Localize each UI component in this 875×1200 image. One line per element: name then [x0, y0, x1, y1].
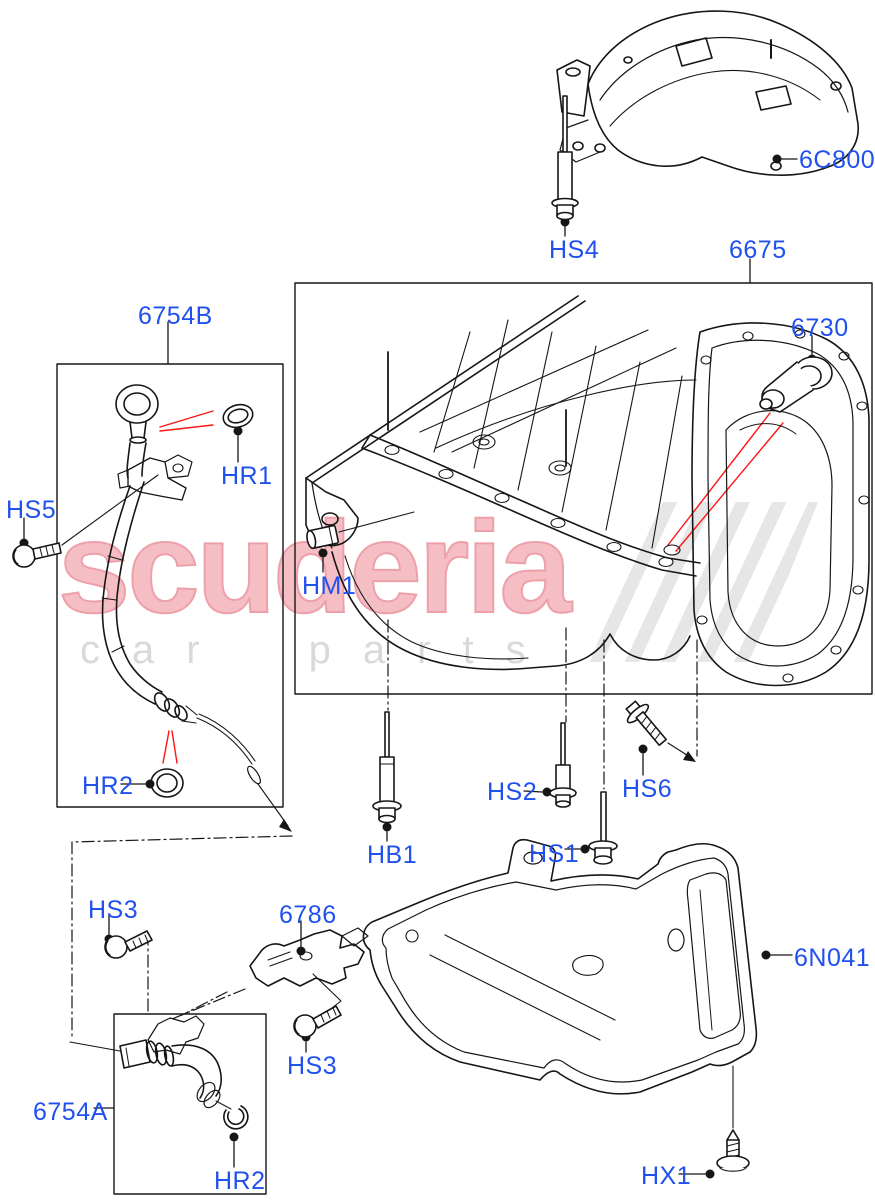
oring-hr2-lower: [223, 1105, 249, 1130]
frame-boxes: [56, 282, 873, 1195]
callout-hs3-lower[interactable]: HS3: [287, 1052, 338, 1080]
callout-hs3-upper[interactable]: HS3: [88, 896, 139, 924]
callout-hb1[interactable]: HB1: [367, 841, 418, 869]
oring-hr1: [222, 403, 254, 429]
part-dipstick-tube-6754b: [101, 384, 292, 832]
part-sound-shield-6n041: [362, 838, 758, 1095]
callout-hr2-lower[interactable]: HR2: [214, 1167, 266, 1195]
part-front-cover-6c800: [556, 10, 859, 176]
callout-hs4[interactable]: HS4: [549, 236, 600, 264]
callout-6786[interactable]: 6786: [279, 901, 337, 929]
hs6-pointer-arrow: [683, 751, 696, 762]
oring-hr2-upper: [150, 768, 184, 798]
part-drain-plug-6730: [759, 356, 833, 413]
dash-dot-lines: [71, 619, 698, 1039]
callout-hs1[interactable]: HS1: [529, 840, 580, 868]
callout-hs5[interactable]: HS5: [6, 496, 57, 524]
callout-6675[interactable]: 6675: [729, 236, 787, 264]
callout-hm1[interactable]: HM1: [302, 572, 357, 600]
part-dipstick-lower-6754a: [119, 1015, 232, 1110]
callout-hr2-upper[interactable]: HR2: [82, 772, 134, 800]
bolt-hs6: [625, 700, 667, 747]
bolt-hs3-lower: [293, 1005, 342, 1038]
callout-6754a[interactable]: 6754A: [33, 1098, 108, 1126]
watermark-brand-text: scuderia: [57, 494, 573, 640]
part-clip-hx1: [716, 1129, 750, 1172]
bolt-hs1: [588, 791, 618, 865]
callout-hr1[interactable]: HR1: [221, 462, 273, 490]
callout-hx1[interactable]: HX1: [641, 1162, 692, 1190]
part-oil-pan-6675: [305, 295, 870, 687]
red-pointer-lines: [159, 410, 784, 764]
callout-hs6[interactable]: HS6: [622, 775, 673, 803]
watermark-tagline-text: car parts: [80, 628, 558, 672]
callout-6754b[interactable]: 6754B: [138, 302, 213, 330]
part-dowel-hm1: [306, 524, 339, 550]
callout-6n041[interactable]: 6N041: [794, 944, 871, 972]
callout-6c800[interactable]: 6C800: [799, 146, 875, 174]
bolt-hs2: [549, 722, 577, 808]
bolt-hs5: [12, 542, 62, 568]
bolt-hs3-upper: [104, 930, 153, 959]
callout-6730[interactable]: 6730: [791, 314, 849, 342]
bolt-hb1: [372, 711, 402, 824]
bolt-hs4: [551, 95, 579, 221]
callout-hs2[interactable]: HS2: [487, 778, 538, 806]
part-bracket-6786: [249, 927, 369, 987]
